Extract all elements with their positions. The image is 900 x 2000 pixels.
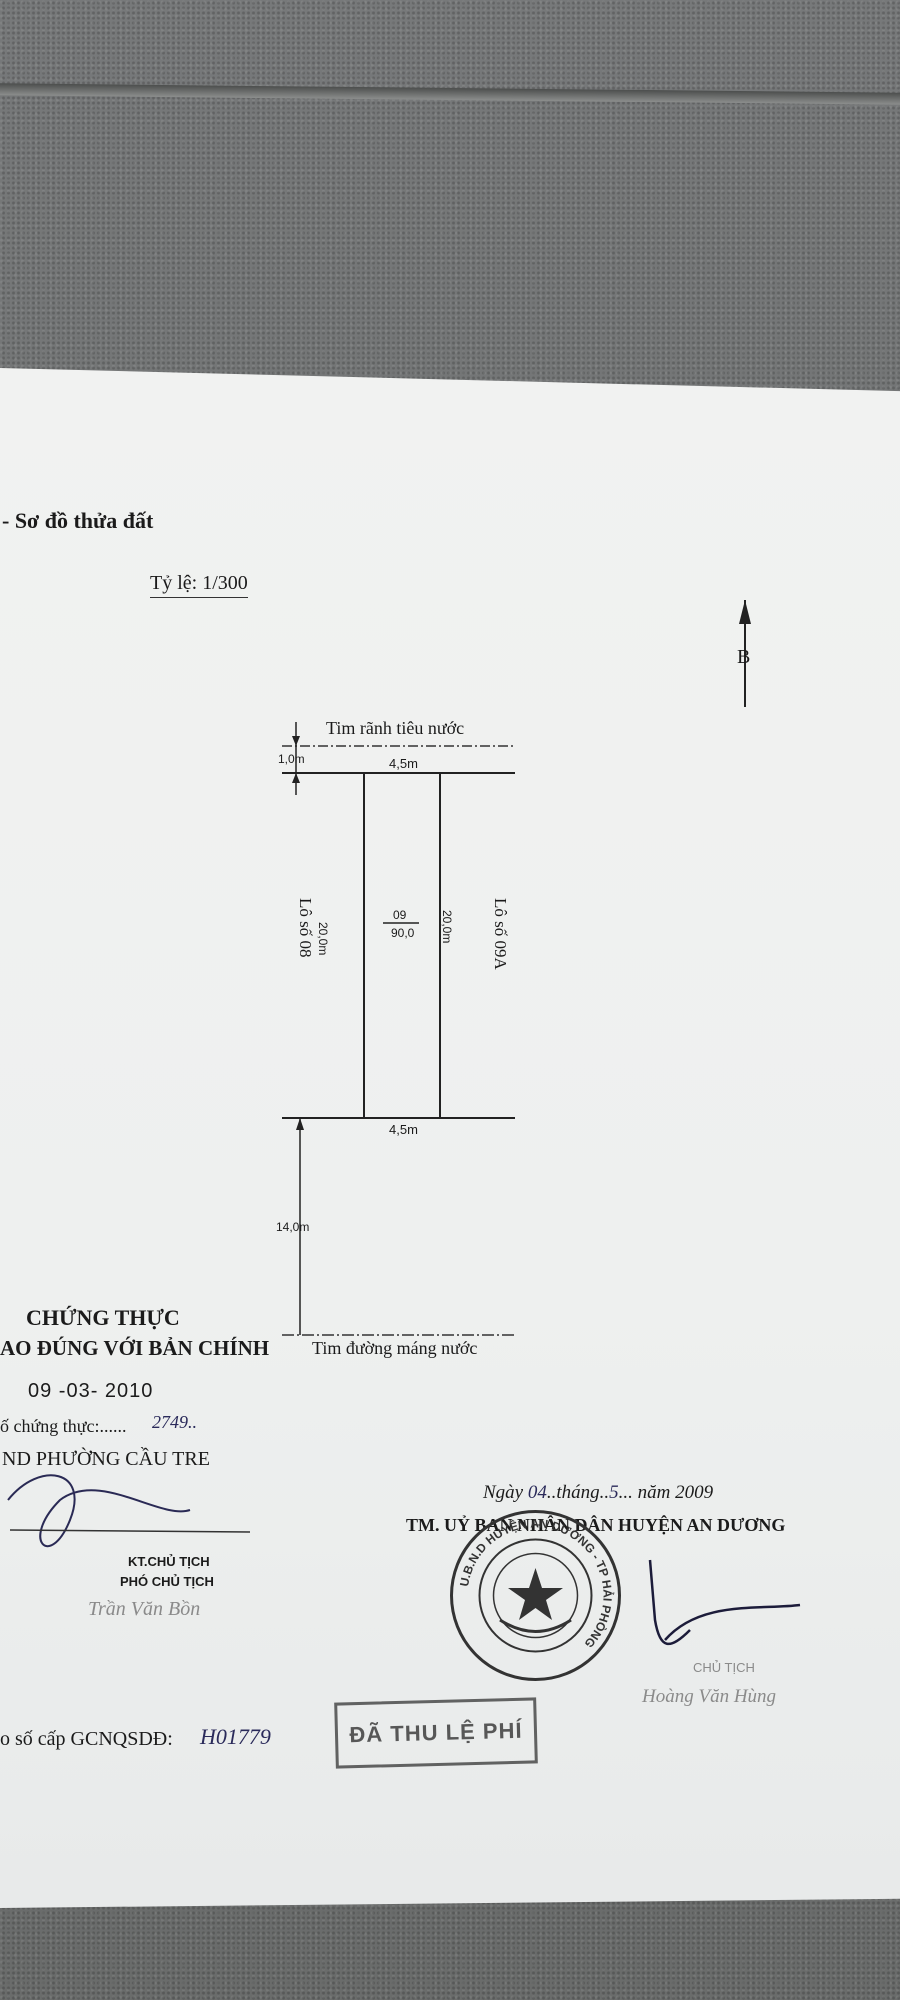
north-label: B — [737, 646, 751, 668]
bottom-width: 4,5m — [389, 1122, 418, 1137]
fee-paid-stamp: ĐÃ THU LỆ PHÍ — [334, 1697, 538, 1769]
top-offset: 1,0m — [278, 752, 305, 766]
certification-role-2: PHÓ CHỦ TỊCH — [120, 1574, 214, 1589]
issue-date-prefix: Ngày — [483, 1482, 524, 1503]
north-arrow-icon — [739, 600, 751, 624]
parcel-area: 90,0 — [391, 926, 415, 940]
issue-day: 04 — [527, 1482, 547, 1503]
issue-year: ... năm 2009 — [618, 1482, 714, 1503]
neighbor-right-lot: Lô số 09A — [491, 898, 510, 970]
certification-date: 09 -03- 2010 — [28, 1380, 154, 1402]
certification-number: 2749.. — [152, 1412, 197, 1432]
certification-title: CHỨNG THỰC — [26, 1305, 180, 1330]
ditch-label: Tim rãnh tiêu nước — [326, 718, 465, 738]
section-title: - Sơ đồ thửa đất — [2, 508, 154, 533]
registry-label: o số cấp GCNQSDĐ: — [0, 1728, 173, 1750]
document-sheet — [0, 368, 900, 1908]
parcel-number: 09 — [393, 908, 407, 922]
registry-number: H01779 — [200, 1724, 271, 1749]
top-width: 4,5m — [389, 756, 418, 771]
certification-office: ND PHƯỜNG CẦU TRE — [2, 1448, 210, 1470]
issue-month: 5 — [609, 1482, 619, 1503]
canal-label: Tim đường máng nước — [312, 1338, 478, 1358]
issue-month-label: ..tháng.. — [546, 1482, 610, 1503]
left-side-length: 20,0m — [316, 922, 330, 956]
chair-title: CHỦ TỊCH — [693, 1660, 755, 1675]
scale-label: Tỷ lệ: 1/300 — [150, 572, 248, 598]
certification-signer: Trần Văn Bồn — [88, 1598, 201, 1620]
certification-number-label: ố chứng thực:...... — [0, 1416, 127, 1436]
front-depth: 14,0m — [276, 1220, 310, 1234]
certification-subtitle: AO ĐÚNG VỚI BẢN CHÍNH — [0, 1336, 270, 1360]
right-side-length: 20,0m — [440, 910, 454, 944]
official-seal-icon: U.B.N.D HUYỆN AN DƯƠNG - TP HẢI PHÒNG — [450, 1510, 621, 1681]
issue-date: Ngày 04..tháng..5... năm 2009 — [483, 1482, 713, 1504]
certification-role-1: KT.CHỦ TỊCH — [128, 1554, 210, 1569]
chair-name: Hoàng Văn Hùng — [642, 1686, 777, 1707]
neighbor-left-lot: Lô số 08 — [296, 898, 315, 958]
